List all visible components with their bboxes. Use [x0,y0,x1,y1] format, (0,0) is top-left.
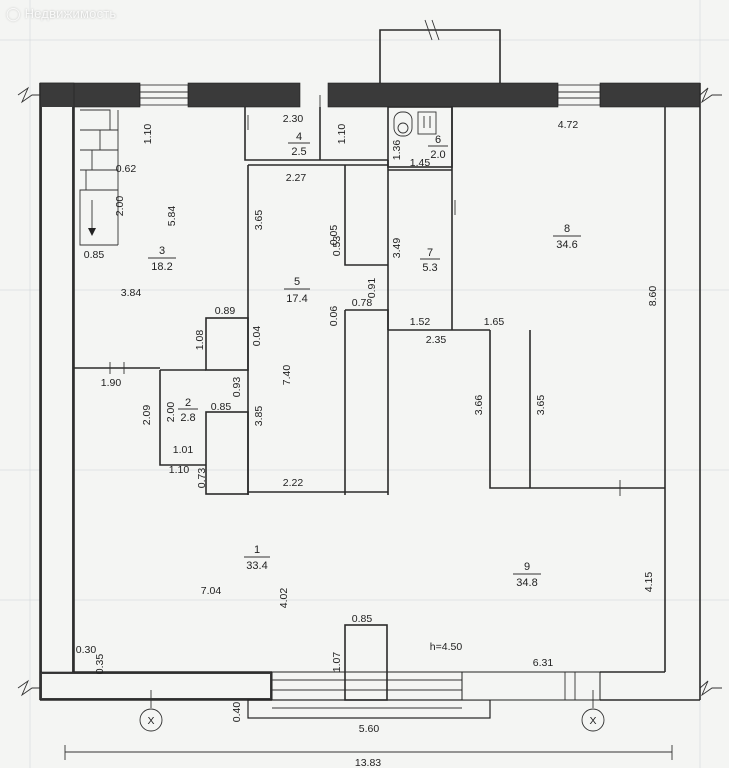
dim-label: 2.09 [141,405,153,426]
height-label: h=4.50 [430,641,463,653]
room-area: 5.3 [422,262,437,274]
room-number: 2 [185,397,191,409]
outer-walls [17,82,722,719]
dim-label: 1.10 [336,124,348,145]
dim-label: 1.10 [142,124,154,145]
watermark-text: Недвижимость [24,6,117,21]
watermark-circle-icon: ◯ [6,6,25,21]
dim-label: 3.65 [535,395,547,416]
dim-label: 1.07 [331,652,343,673]
room-label-2: 2 2.8 [178,397,198,424]
room-number: 9 [524,561,530,573]
sink-icon [417,111,437,135]
dim-label: 4.72 [558,119,579,131]
dim-label: 4.02 [278,588,290,609]
dim-label: 2.35 [426,334,447,346]
dim-label: 3.66 [473,395,485,416]
room-label-4: 4 2.5 [288,131,310,158]
room-number: 6 [435,134,441,146]
toilet-icon [393,111,413,137]
room-number: 7 [427,247,433,259]
dim-label: 1.52 [410,316,431,328]
room-label-1: 1 33.4 [244,544,270,572]
dim-label: 0.62 [116,163,137,175]
dim-label: 0.35 [94,654,106,675]
dim-label: 2.22 [283,477,304,489]
dim-label: 1.65 [484,316,505,328]
room-number: 3 [159,245,165,257]
dim-label: 0.30 [76,644,97,656]
room-number: 4 [296,131,302,143]
dim-label: 1.01 [173,444,194,456]
dim-label: 0.53 [331,236,343,257]
dim-label: 8.60 [647,286,659,307]
dim-label: 7.04 [201,585,222,597]
dim-label: 2.00 [165,402,177,423]
room-area: 2.0 [430,149,445,161]
dim-label: 0.78 [352,297,373,309]
dim-label: 3.65 [253,210,265,231]
dim-label: 2.30 [283,113,304,125]
dim-label: 3.84 [121,287,142,299]
room-number: 5 [294,276,300,288]
dim-label: 0.04 [251,326,263,347]
room-area: 34.6 [556,239,577,251]
dim-label: 0.85 [211,401,232,413]
dim-label: 0.05 [328,225,340,246]
dim-label: 1.36 [391,140,403,161]
room-area: 2.8 [180,412,195,424]
dim-label: 0.85 [352,613,373,625]
room-labels: 1 33.4 2 2.8 3 18.2 4 2.5 5 17.4 6 2.0 [148,131,581,589]
dim-label: 0.89 [215,305,236,317]
dim-label: 0.85 [84,249,105,261]
dim-label: 0.06 [328,306,340,327]
room-area: 17.4 [286,293,307,305]
dim-label: 3.85 [253,406,265,427]
dim-label: 0.73 [196,468,208,489]
axis-mark-left: X [147,715,154,727]
dim-label: 1.90 [101,377,122,389]
room-label-3: 3 18.2 [148,245,176,273]
room-label-7: 7 5.3 [420,247,440,274]
room-area: 33.4 [246,560,267,572]
window-top-right [557,84,601,106]
dim-label: 7.40 [281,365,293,386]
window-top-left [139,84,189,106]
room-number: 1 [254,544,260,556]
dimension-labels: 2.30 4.72 1.45 0.62 2.27 0.85 3.84 0.78 … [76,113,659,768]
overall-dimension-line [64,745,673,760]
watermark-logo: ◯ Недвижимость [6,6,116,22]
axis-marks: X X [139,690,605,732]
axis-mark-right: X [589,715,596,727]
dim-label: 4.15 [643,572,655,593]
dim-label: 5.84 [166,206,178,227]
room-area: 34.8 [516,577,537,589]
window-bottom-center [247,671,491,719]
dim-label: 2.00 [114,196,126,217]
dim-label: 3.49 [391,238,403,259]
room-label-5: 5 17.4 [284,276,310,305]
window-bottom-right [461,671,601,701]
dim-label: 5.60 [359,723,380,735]
dim-label: 0.40 [231,702,243,723]
room-label-9: 9 34.8 [513,561,541,589]
interior-partitions [74,95,665,701]
dim-label: 1.10 [169,464,190,476]
dim-label: 0.91 [366,278,378,299]
room-area: 18.2 [151,261,172,273]
dim-label: 13.83 [355,757,381,768]
room-label-6: 6 2.0 [428,134,448,161]
dim-label: 1.08 [194,330,206,351]
dim-label: 2.27 [286,172,307,184]
top-projection [379,19,501,85]
room-number: 8 [564,223,570,235]
room-area: 2.5 [291,146,306,158]
dim-label: 0.93 [231,377,243,398]
dim-label: 6.31 [533,657,554,669]
dim-label: 1.45 [410,157,431,169]
room-label-8: 8 34.6 [553,223,581,251]
